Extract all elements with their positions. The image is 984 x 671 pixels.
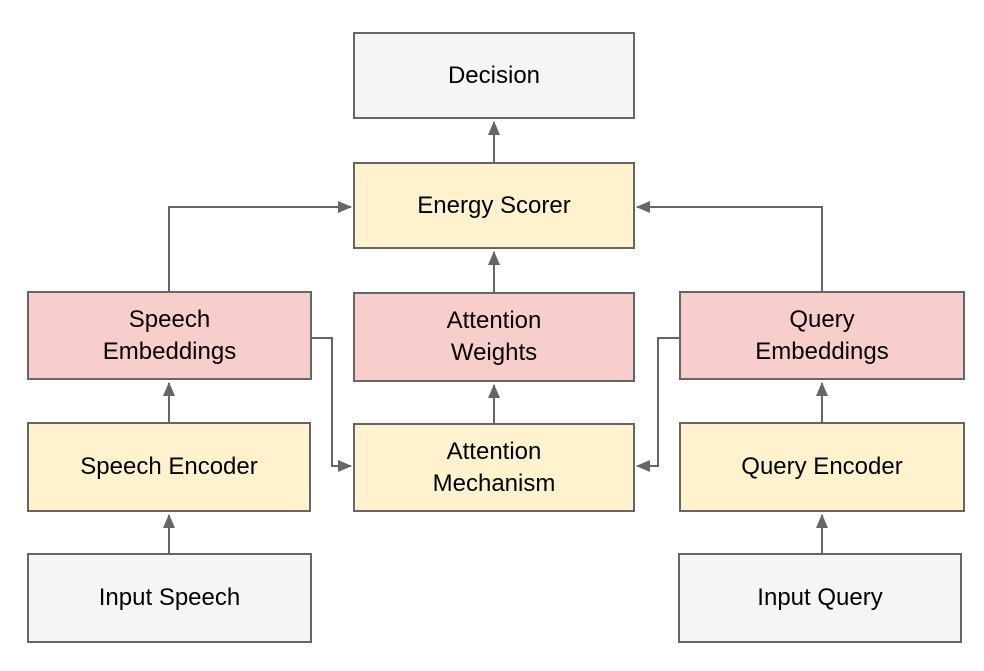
node-attention-weights: Attention Weights xyxy=(353,292,635,382)
edge-query-embeddings-to-attention-mechanism xyxy=(636,337,679,472)
node-query-encoder: Query Encoder xyxy=(679,422,965,512)
node-input-speech: Input Speech xyxy=(27,553,312,643)
node-input-query: Input Query xyxy=(678,553,962,643)
node-attention-mechanism: Attention Mechanism xyxy=(353,423,635,512)
node-speech-encoder: Speech Encoder xyxy=(27,422,311,512)
node-decision: Decision xyxy=(353,32,635,119)
edge-speech-embeddings-to-energy-scorer xyxy=(168,201,352,291)
edge-speech-embeddings-to-attention-mechanism xyxy=(312,337,352,472)
node-query-embeddings: Query Embeddings xyxy=(679,291,965,380)
node-energy-scorer: Energy Scorer xyxy=(353,162,635,249)
node-speech-embeddings: Speech Embeddings xyxy=(27,291,312,380)
edge-query-embeddings-to-energy-scorer xyxy=(636,201,823,291)
